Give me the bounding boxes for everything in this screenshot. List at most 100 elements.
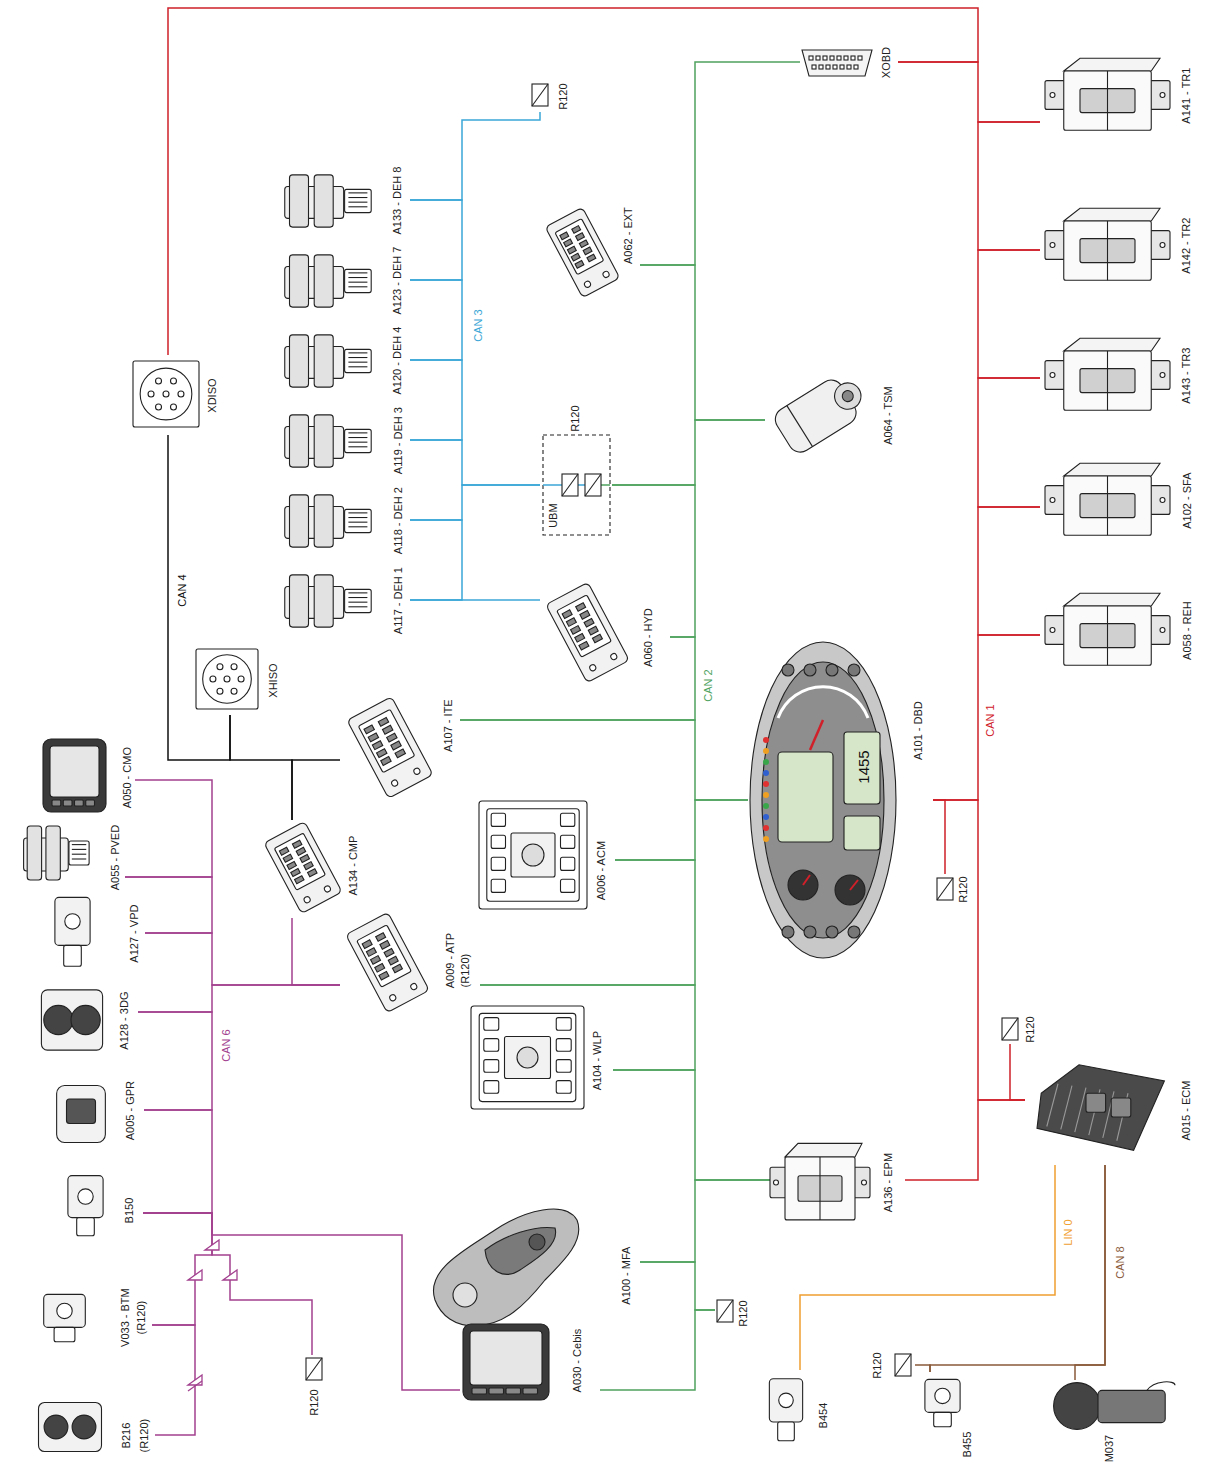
part-label: M037 bbox=[1103, 1433, 1116, 1463]
icon-drawing bbox=[479, 801, 587, 909]
bus-wire bbox=[978, 122, 1040, 250]
component-icon bbox=[132, 360, 200, 428]
bus-wire bbox=[143, 1213, 212, 1325]
component-node: A134 - CMP bbox=[262, 820, 362, 918]
component-node: XDISO bbox=[132, 355, 224, 435]
icon-drawing bbox=[771, 369, 872, 457]
part-label: A143 - TR3 bbox=[1180, 346, 1193, 404]
component-icon bbox=[478, 800, 588, 910]
bus-wire bbox=[138, 985, 340, 1012]
bus-wire bbox=[168, 435, 230, 760]
bus-wire bbox=[292, 918, 340, 985]
component-node: R120 bbox=[530, 80, 575, 112]
bus-wire bbox=[615, 800, 748, 860]
component-icon bbox=[195, 648, 259, 710]
part-label: A015 - ECM bbox=[1180, 1079, 1193, 1141]
icon-drawing bbox=[39, 1403, 102, 1452]
part-label: A127 - VPD bbox=[128, 903, 141, 963]
component-icon bbox=[748, 640, 898, 960]
icon-drawing bbox=[1045, 58, 1170, 130]
bus-label: CAN 1 bbox=[984, 703, 997, 737]
component-node: A009 - ATP(R120) bbox=[340, 905, 480, 1020]
bus-wire bbox=[613, 1070, 770, 1180]
plug-symbols bbox=[188, 1240, 237, 1391]
icon-drawing bbox=[545, 207, 620, 297]
bus-wire bbox=[230, 715, 292, 820]
part-label: A128 - 3DG bbox=[118, 990, 131, 1050]
bus-label: CAN 8 bbox=[1114, 1245, 1127, 1279]
part-label: V033 - BTM bbox=[118, 1287, 131, 1348]
part-label: A102 - SFA bbox=[1181, 471, 1194, 529]
part-label: A120 - DEH 4 bbox=[391, 325, 404, 395]
icon-drawing bbox=[43, 739, 106, 812]
component-icon bbox=[770, 1140, 870, 1225]
part-label: A030 - Cebis bbox=[571, 1327, 584, 1393]
component-node: A107 - ITE bbox=[340, 690, 460, 805]
component-node: R120 bbox=[935, 874, 973, 904]
icon-drawing bbox=[285, 255, 371, 307]
component-icon bbox=[52, 1080, 110, 1148]
part-label: A136 - EPM bbox=[882, 1151, 895, 1212]
part-label: XDISO bbox=[206, 377, 219, 413]
part-label: A104 - WLP bbox=[591, 1029, 604, 1090]
plug-symbol bbox=[188, 1270, 202, 1280]
icon-drawing bbox=[543, 435, 610, 535]
bus-wire bbox=[640, 62, 800, 265]
icon-drawing bbox=[750, 642, 896, 958]
component-icon bbox=[545, 205, 620, 300]
bus-wire bbox=[410, 280, 462, 360]
component-icon bbox=[20, 823, 92, 883]
component-icon bbox=[425, 1190, 585, 1330]
plug-symbol bbox=[188, 1381, 202, 1391]
component-node: A128 - 3DG bbox=[38, 975, 138, 1065]
icon-drawing bbox=[285, 575, 371, 627]
icon-drawing bbox=[769, 1379, 802, 1441]
component-node: R120 bbox=[715, 1296, 755, 1330]
component-icon bbox=[280, 332, 375, 390]
plug-symbol bbox=[188, 1375, 202, 1385]
component-node: XHISO bbox=[195, 645, 287, 715]
component-icon bbox=[280, 492, 375, 550]
component-node: A118 - DEH 2 bbox=[280, 480, 410, 560]
part-label: A107 - ITE bbox=[441, 698, 454, 753]
icon-drawing bbox=[1037, 1065, 1164, 1151]
part-label: B455 bbox=[961, 1430, 974, 1458]
bus-wire bbox=[933, 635, 1040, 800]
plug-symbol bbox=[223, 1270, 237, 1280]
icon-drawing bbox=[285, 175, 371, 227]
part-label: R120 bbox=[871, 1351, 884, 1379]
bus-wire bbox=[145, 933, 340, 985]
part-label: A141 - TR1 bbox=[1180, 66, 1193, 124]
component-icon bbox=[1045, 460, 1170, 540]
icon-drawing bbox=[264, 821, 342, 913]
icon-drawing bbox=[44, 1294, 86, 1341]
component-node: B454 bbox=[760, 1370, 832, 1452]
component-icon bbox=[42, 738, 107, 813]
component-node: A006 - ACM bbox=[475, 795, 615, 913]
component-icon bbox=[280, 172, 375, 230]
icon-drawing bbox=[1054, 1382, 1175, 1430]
bus-wire bbox=[600, 1310, 715, 1390]
component-node: A120 - DEH 4 bbox=[280, 320, 410, 400]
icon-drawing bbox=[285, 335, 371, 387]
component-node: A123 - DEH 7 bbox=[280, 240, 410, 320]
component-icon bbox=[915, 1375, 970, 1430]
bus-wire bbox=[410, 599, 540, 601]
bus-wire bbox=[905, 1100, 1025, 1180]
bus-wire bbox=[410, 440, 540, 485]
part-label: B216 bbox=[120, 1421, 133, 1449]
bus-wire bbox=[410, 360, 462, 440]
part-label: B454 bbox=[817, 1401, 830, 1429]
component-icon bbox=[1002, 1018, 1018, 1040]
component-node: XOBD bbox=[800, 42, 898, 84]
component-icon bbox=[532, 84, 548, 106]
component-node: A062 - EXT bbox=[540, 195, 640, 305]
bus-wire bbox=[915, 1365, 930, 1372]
component-icon bbox=[545, 580, 630, 685]
icon-drawing bbox=[546, 582, 629, 682]
component-node: A127 - VPD bbox=[45, 888, 145, 974]
component-node: A050 - CMO bbox=[40, 735, 135, 820]
icon-drawing bbox=[41, 990, 102, 1050]
bus-label: CAN 6 bbox=[220, 1028, 233, 1062]
component-node: M037 bbox=[1035, 1380, 1185, 1464]
